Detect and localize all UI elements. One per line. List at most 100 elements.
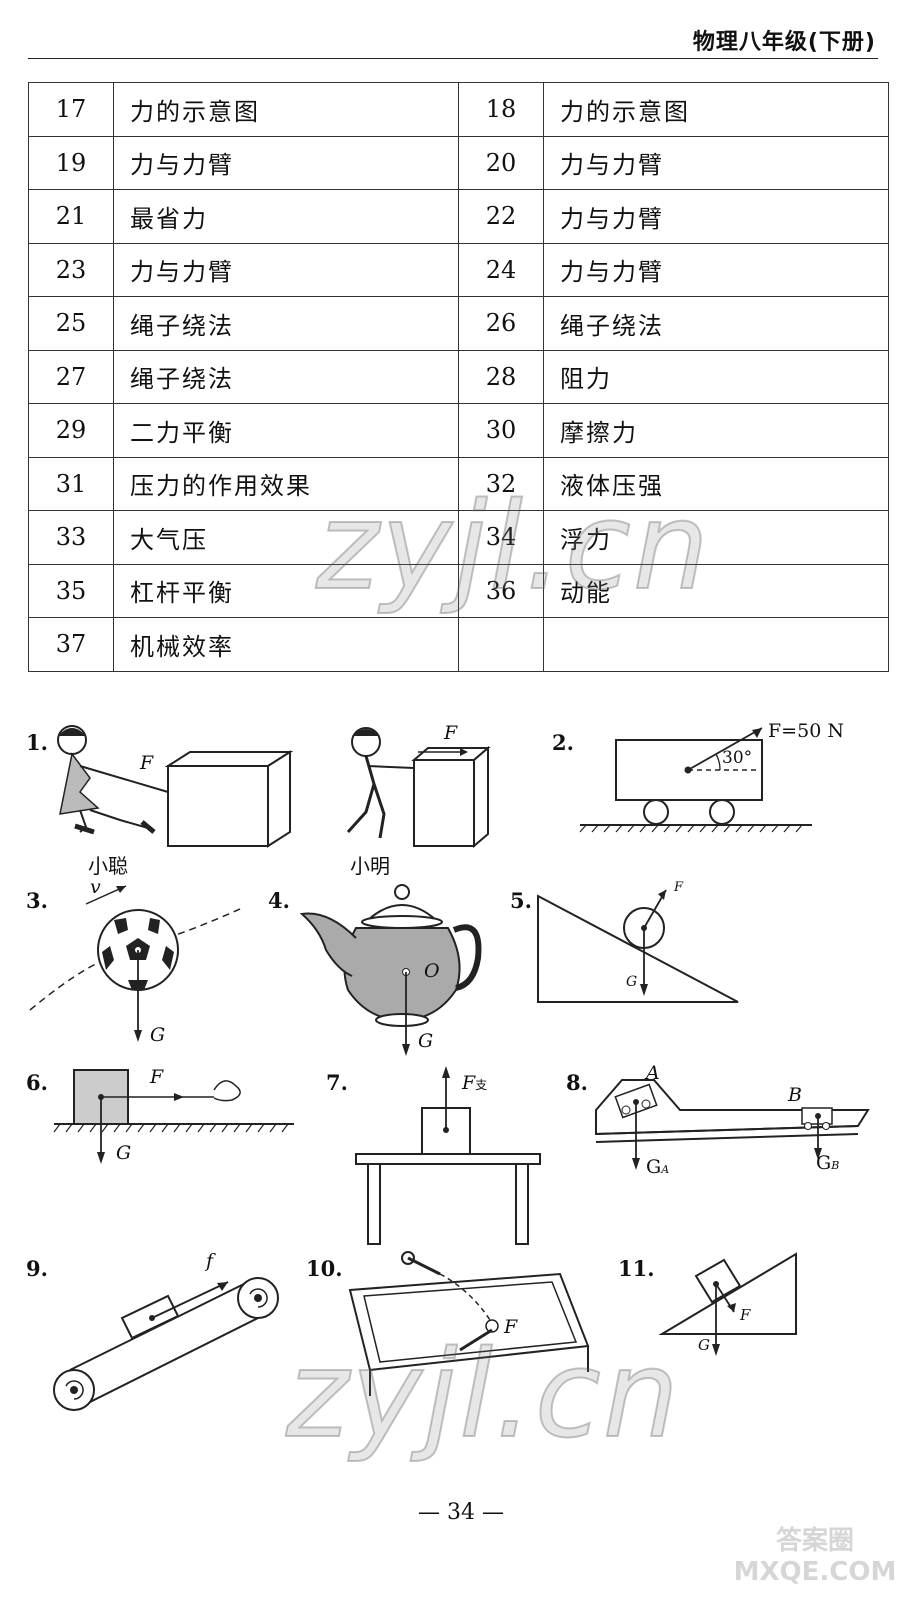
figure-8-ramp-and-carts (595, 1079, 870, 1170)
figure-8-gravity-b-label: GB (816, 1152, 840, 1174)
figure-8-gravity-a-subscript: A (661, 1163, 670, 1176)
question-number-cell: 27 (28, 349, 114, 404)
question-number-cell: 17 (28, 82, 114, 137)
figure-2-number: 2. (552, 730, 574, 755)
topic-cell: 绳子绕法 (543, 296, 889, 351)
question-number-cell: 30 (458, 403, 544, 458)
figure-6-number: 6. (26, 1070, 48, 1095)
question-number-cell: 20 (458, 135, 544, 190)
watermark-top: zyjl.cn (315, 477, 711, 618)
topic-cell: 力与力臂 (113, 135, 459, 190)
figure-1-boy-pushing-box (346, 727, 491, 849)
topic-cell: 机械效率 (113, 617, 459, 672)
figure-1-number: 1. (26, 730, 48, 755)
question-number-cell: 33 (28, 510, 114, 565)
topic-cell: 力与力臂 (543, 242, 889, 297)
topic-cell: 力的示意图 (113, 82, 459, 137)
book-title: 物理八年级(下册) (692, 30, 876, 55)
figure-8-cart-a-label: A (646, 1062, 660, 1084)
question-number-cell: 31 (28, 456, 114, 511)
question-number-cell: 36 (458, 563, 544, 618)
figure-8-gravity-a-label: GA (646, 1156, 670, 1178)
figure-11-force-label: F (740, 1306, 751, 1324)
figure-3-soccer-ball (29, 885, 243, 1042)
figure-3-number: 3. (26, 888, 48, 913)
question-number-cell: 22 (458, 189, 544, 244)
topic-cell: 力与力臂 (113, 242, 459, 297)
topic-cell: 杠杆平衡 (113, 563, 459, 618)
figure-11-gravity-label: G (698, 1336, 710, 1354)
topic-cell: 大气压 (113, 510, 459, 565)
figure-4-gravity-label: G (418, 1030, 434, 1052)
question-number-cell (458, 617, 544, 672)
topic-cell: 液体压强 (543, 456, 889, 511)
watermark-bottom: zyjl.cn (285, 1325, 681, 1466)
question-number-cell: 25 (28, 296, 114, 351)
figure-6-gravity-label: G (116, 1142, 132, 1164)
figure-7-block-on-table (355, 1066, 541, 1245)
figure-10-billiard-table (348, 1251, 590, 1396)
figure-2-force-label: F=50 N (768, 720, 844, 742)
topic-cell: 绳子绕法 (113, 296, 459, 351)
question-number-cell: 19 (28, 135, 114, 190)
figure-9-number: 9. (26, 1256, 48, 1281)
topic-cell (543, 617, 889, 672)
figure-9-friction-label: f (206, 1250, 214, 1272)
figure-7-number: 7. (326, 1070, 348, 1095)
figure-5-number: 5. (510, 888, 532, 913)
question-number-cell: 34 (458, 510, 544, 565)
figure-5-ball-on-incline (537, 889, 739, 1003)
question-number-cell: 37 (28, 617, 114, 672)
question-number-cell: 35 (28, 563, 114, 618)
figure-1-caption-left: 小聪 (88, 854, 128, 878)
figure-6-force-label: F (150, 1066, 164, 1088)
figure-3-velocity-label: v (90, 876, 101, 898)
figure-2-angle-label: 30° (722, 748, 753, 768)
figure-5-force-label: F (674, 880, 684, 895)
question-number-cell: 26 (458, 296, 544, 351)
topic-cell: 力与力臂 (543, 189, 889, 244)
figure-1-force-label: F (140, 752, 154, 774)
topic-cell: 力与力臂 (543, 135, 889, 190)
page-number: — 34 — (418, 1500, 504, 1525)
figure-11-number: 11. (618, 1256, 655, 1281)
question-number-cell: 24 (458, 242, 544, 297)
topic-cell: 摩擦力 (543, 403, 889, 458)
figure-4-center-label: O (424, 960, 440, 982)
topic-cell: 力的示意图 (543, 82, 889, 137)
figure-8-gravity-b-subscript: B (831, 1159, 840, 1172)
figure-2-cart (579, 727, 812, 833)
figure-11-block-on-incline (658, 1252, 797, 1356)
figure-7-force-label: F支 (462, 1072, 488, 1094)
question-number-cell: 29 (28, 403, 114, 458)
figure-9-conveyor-belt (53, 1277, 279, 1411)
figure-6-block-pulled (53, 1069, 294, 1164)
topic-cell: 阻力 (543, 349, 889, 404)
figure-8-cart-b-label: B (788, 1084, 802, 1106)
figure-10-force-label: F (504, 1316, 518, 1338)
figure-4-teapot (299, 884, 482, 1056)
figure-1-force-label-2: F (444, 722, 458, 744)
question-number-cell: 23 (28, 242, 114, 297)
watermark-corner: 答案圈 MXQE.COM (733, 1526, 897, 1587)
question-number-cell: 18 (458, 82, 544, 137)
topic-cell: 最省力 (113, 189, 459, 244)
figure-7-force-subscript: 支 (475, 1078, 488, 1092)
figure-4-number: 4. (268, 888, 290, 913)
question-number-cell: 21 (28, 189, 114, 244)
topic-cell: 浮力 (543, 510, 889, 565)
figure-5-gravity-label: G (626, 974, 638, 990)
page-header: 物理八年级(下册) (28, 18, 878, 59)
figure-1-caption-right: 小明 (350, 854, 390, 878)
